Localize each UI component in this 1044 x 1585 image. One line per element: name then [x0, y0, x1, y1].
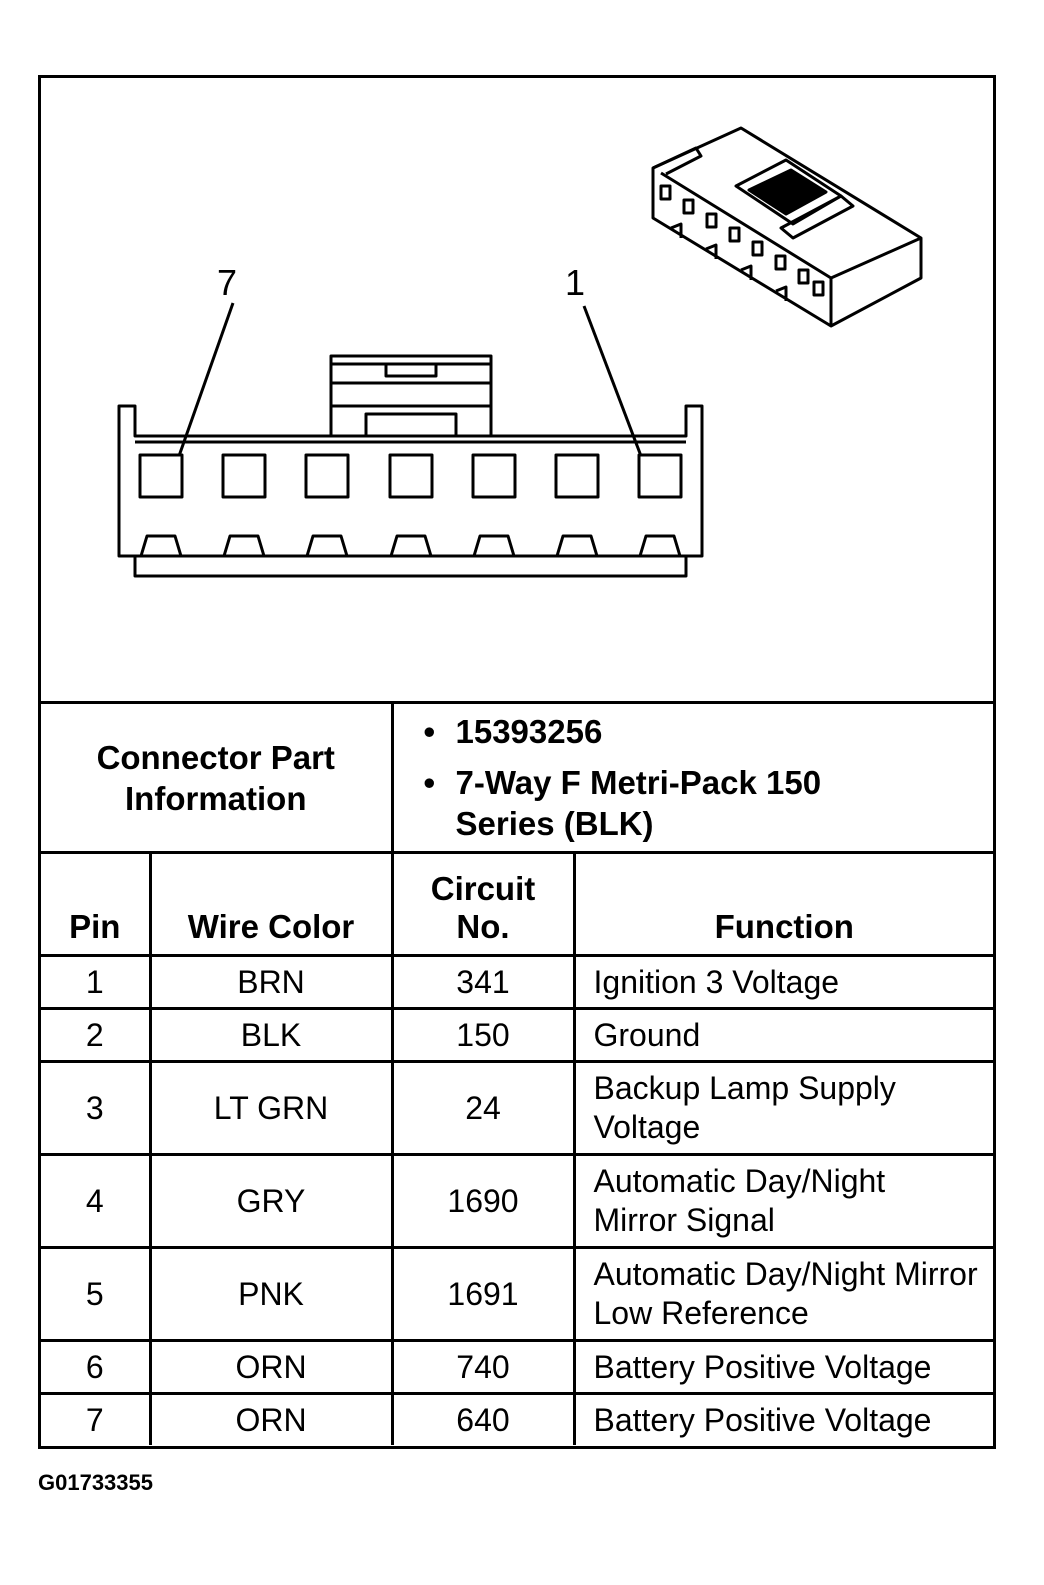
table-row: 7 ORN 640 Battery Positive Voltage — [41, 1392, 993, 1445]
header-wire-color: Wire Color — [148, 851, 394, 957]
table-row: 5 PNK 1691 Automatic Day/Night Mirror Lo… — [41, 1246, 993, 1342]
pinout-table: Pin Wire Color Circuit No. Function 1 BR… — [41, 851, 993, 1445]
wire-color-cell: LT GRN — [148, 1060, 394, 1156]
pin-cell: 6 — [41, 1339, 152, 1395]
pin7-leader — [177, 302, 235, 457]
circuit-cell: 1690 — [390, 1153, 576, 1249]
pin-cell: 5 — [41, 1246, 152, 1342]
function-cell: Ground — [572, 1007, 993, 1063]
pin-cell: 3 — [41, 1060, 152, 1156]
circuit-cell: 150 — [390, 1007, 576, 1063]
pin-cell: 4 — [41, 1153, 152, 1249]
pin-cell: 1 — [41, 954, 152, 1010]
wire-color-cell: PNK — [148, 1246, 394, 1342]
header-pin: Pin — [41, 851, 152, 957]
pin-1-callout: 1 — [565, 262, 585, 303]
pin-cell: 2 — [41, 1007, 152, 1063]
pin-cell: 7 — [41, 1392, 152, 1445]
connector-part-number: 15393256 — [424, 711, 994, 752]
connector-description: 7-Way F Metri-Pack 150 Series (BLK) — [424, 762, 994, 844]
function-cell: Automatic Day/Night Mirror Signal — [572, 1153, 993, 1249]
connector-info-table: Connector Part Information 15393256 7-Wa… — [41, 701, 993, 851]
connector-info-label: Connector Part Information — [96, 738, 335, 817]
connector-info-list: 15393256 7-Way F Metri-Pack 150 Series (… — [394, 711, 994, 844]
circuit-cell: 1691 — [390, 1246, 576, 1342]
header-circuit: Circuit No. — [390, 851, 576, 957]
connector-info-values-cell: 15393256 7-Way F Metri-Pack 150 Series (… — [390, 702, 994, 851]
circuit-cell: 640 — [390, 1392, 576, 1445]
table-row: 2 BLK 150 Ground — [41, 1007, 993, 1063]
connector-3d-view — [651, 126, 923, 328]
function-cell: Ignition 3 Voltage — [572, 954, 993, 1010]
wire-color-cell: BLK — [148, 1007, 394, 1063]
diagram-frame: 7 1 Connector Part Information 15393256 … — [38, 75, 996, 1449]
table-row: 3 LT GRN 24 Backup Lamp Supply Voltage — [41, 1060, 993, 1156]
pin-7-callout: 7 — [217, 262, 237, 303]
wire-color-cell: GRY — [148, 1153, 394, 1249]
circuit-cell: 341 — [390, 954, 576, 1010]
function-cell: Battery Positive Voltage — [572, 1392, 993, 1445]
table-row: 6 ORN 740 Battery Positive Voltage — [41, 1339, 993, 1395]
pinout-header-row: Pin Wire Color Circuit No. Function — [41, 851, 993, 957]
connector-front-view — [117, 302, 704, 578]
connector-info-label-cell: Connector Part Information — [41, 702, 394, 851]
header-function: Function — [572, 851, 993, 957]
circuit-cell: 24 — [390, 1060, 576, 1156]
wire-color-cell: ORN — [148, 1392, 394, 1445]
function-cell: Battery Positive Voltage — [572, 1339, 993, 1395]
pin1-leader — [582, 305, 643, 457]
connector-drawing: 7 1 — [117, 126, 923, 578]
circuit-cell: 740 — [390, 1339, 576, 1395]
wire-color-cell: ORN — [148, 1339, 394, 1395]
table-row: 1 BRN 341 Ignition 3 Voltage — [41, 954, 993, 1010]
function-cell: Automatic Day/Night Mirror Low Reference — [572, 1246, 993, 1342]
figure-id: G01733355 — [38, 1470, 153, 1495]
function-cell: Backup Lamp Supply Voltage — [572, 1060, 993, 1156]
table-row: 4 GRY 1690 Automatic Day/Night Mirror Si… — [41, 1153, 993, 1249]
wire-color-cell: BRN — [148, 954, 394, 1010]
